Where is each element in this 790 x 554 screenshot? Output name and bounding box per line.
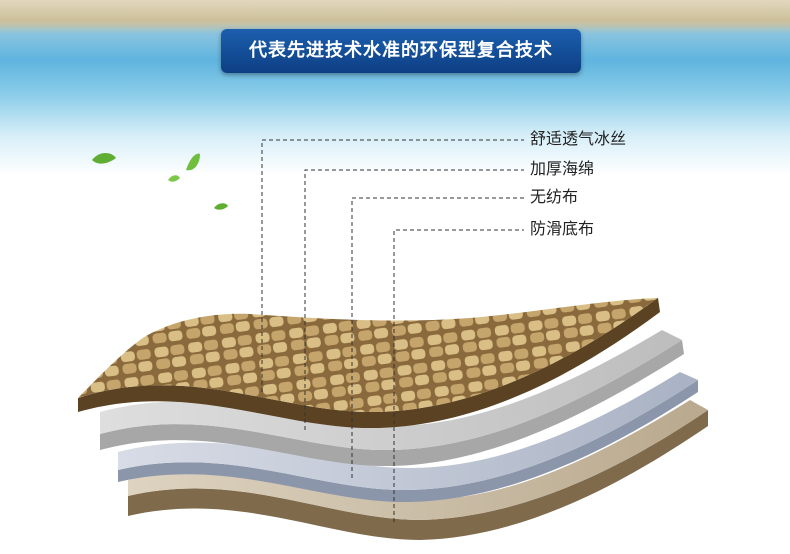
title-banner: 代表先进技术水准的环保型复合技术 [221,29,581,73]
layer-ice-silk [78,298,660,429]
layer-foam [100,330,684,467]
sand-background [0,0,790,34]
layer-label-base: 防滑底布 [530,219,595,238]
leader-lines [261,139,524,522]
layer-label-ice-silk: 舒适透气冰丝 [530,129,627,148]
layer-label-foam: 加厚海绵 [530,159,595,178]
layer-base [128,400,708,540]
leaf-icon [92,153,228,210]
layer-nonwoven [118,372,698,503]
layer-label-nonwoven: 无纺布 [530,187,579,206]
